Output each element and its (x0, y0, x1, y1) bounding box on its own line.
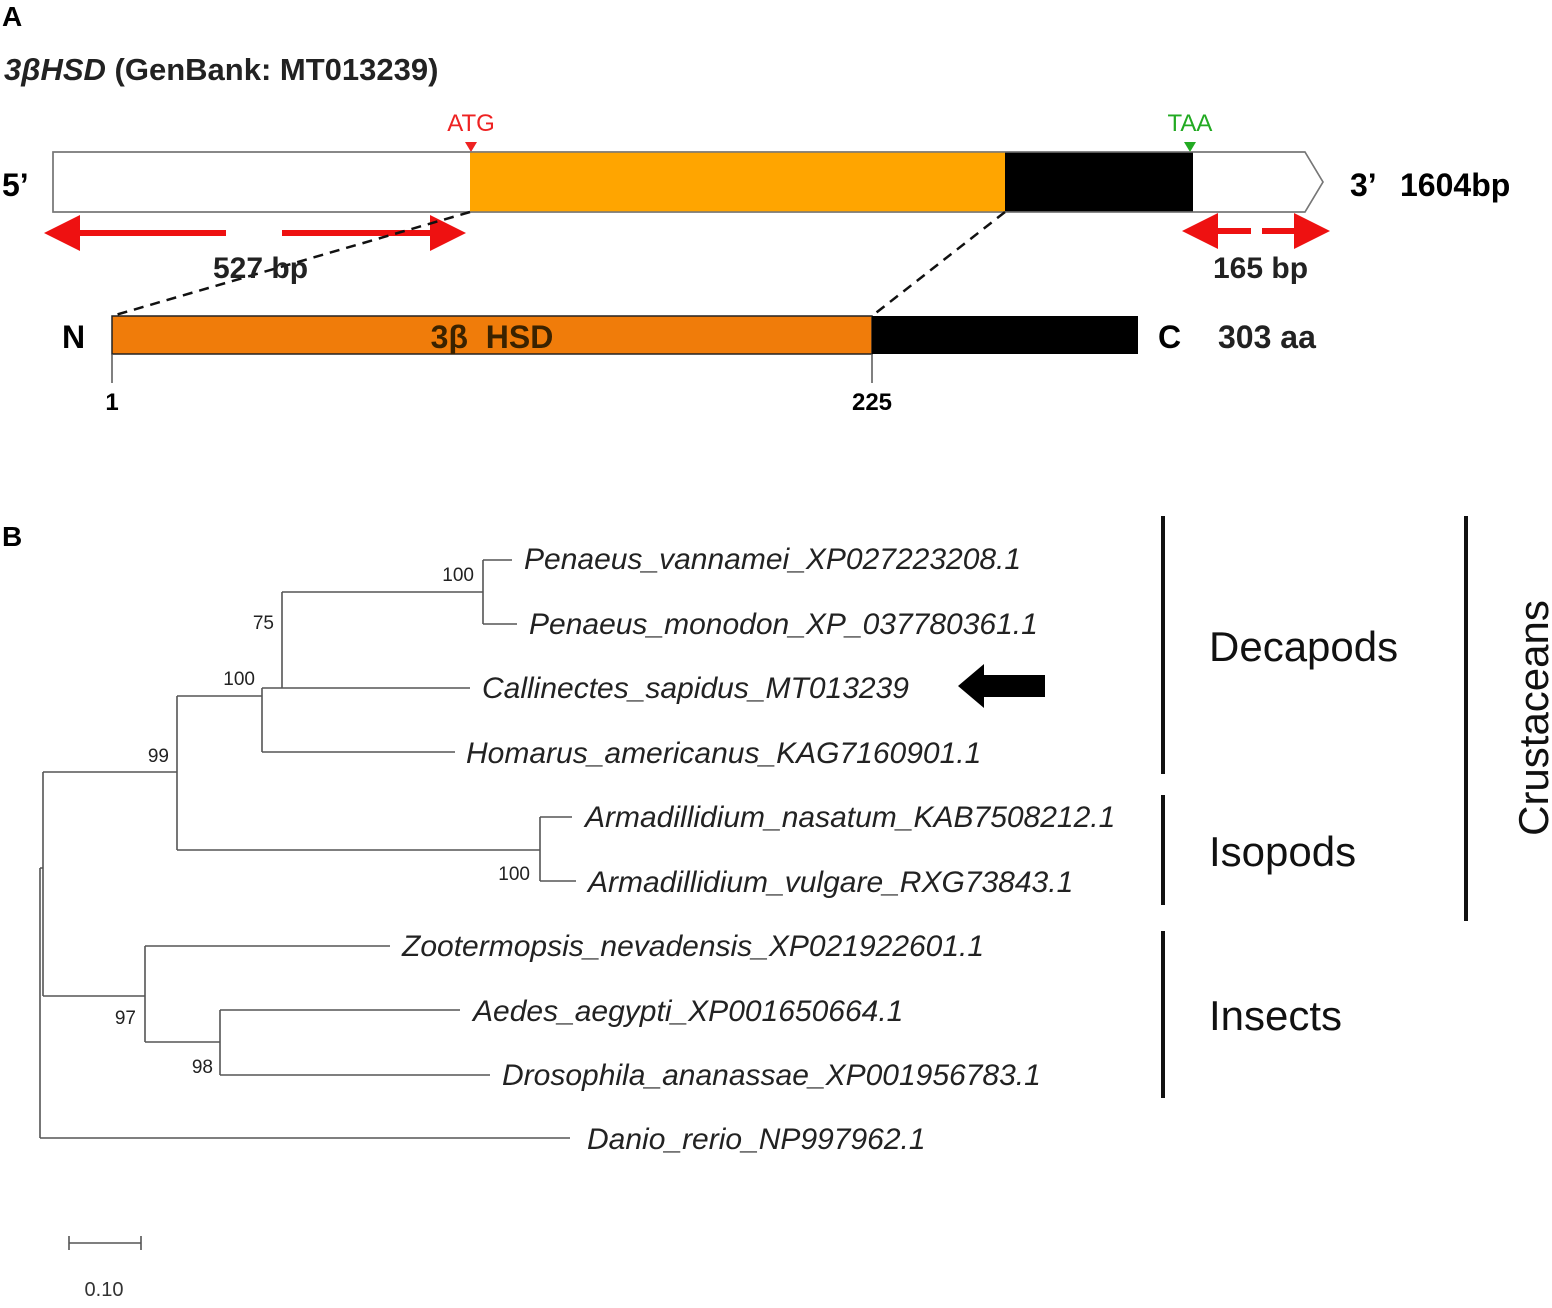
supergroup-label-crustaceans: Crustaceans (1510, 600, 1552, 836)
start-codon-marker (465, 142, 477, 152)
taxon-label: Zootermopsis_nevadensis_XP021922601.1 (401, 930, 984, 963)
panel-a-label: A (2, 1, 22, 32)
taxon-label: Penaeus_vannamei_XP027223208.1 (524, 543, 1021, 576)
group-label-insects: Insects (1209, 992, 1342, 1039)
taxon-label: Armadillidium_vulgare_RXG73843.1 (586, 866, 1073, 899)
branch-isopods (539, 816, 576, 882)
taxon-label: Armadillidium_nasatum_KAB7508212.1 (583, 801, 1115, 834)
bootstrap-diptera: 98 (192, 1057, 213, 1078)
branch-insects (144, 945, 390, 1043)
taxon-label: Drosophila_ananassae_XP001956783.1 (502, 1059, 1041, 1092)
mrna-outline-top (52, 151, 1324, 213)
protein-c-terminal (872, 316, 1138, 354)
five-prime-label: 5’ (2, 167, 29, 203)
genbank-accession: (GenBank: MT013239) (106, 52, 439, 87)
taxon-label: Homarus_americanus_KAG7160901.1 (466, 737, 981, 770)
hsd-domain (111, 315, 873, 355)
branch-penaeus-crab (281, 591, 483, 689)
branch-ingroup (42, 771, 177, 997)
projection-line-left (111, 210, 471, 318)
bootstrap-penaeus: 100 (442, 565, 474, 586)
mrna-length-label: 1604bp (1400, 167, 1510, 203)
branch-diptera (219, 1009, 490, 1076)
group-label-isopods: Isopods (1209, 828, 1356, 875)
stop-codon-label: TAA (1168, 110, 1213, 137)
branch-penaeus (482, 559, 517, 625)
utr5-length-label: 527 bp (213, 252, 308, 285)
phylogenetic-tree (39, 559, 576, 1139)
branch-decapods (261, 687, 455, 753)
gene-symbol: 3βHSD (4, 52, 106, 87)
three-prime-label: 3’ (1350, 167, 1377, 203)
panel-b-label: B (2, 521, 22, 552)
domain-name: 3β HSD (431, 319, 554, 355)
branch-crustaceans (176, 695, 540, 851)
taxon-label: Aedes_aegypti_XP001650664.1 (471, 995, 903, 1028)
position-end-label: 225 (852, 389, 892, 416)
projection-line-right (871, 211, 1006, 317)
cds-c-terminal-region (1005, 152, 1193, 212)
taxon-label: Danio_rerio_NP997962.1 (587, 1123, 926, 1156)
scale-bar-label: 0.10 (85, 1279, 124, 1301)
protein-n-label: N (62, 319, 85, 355)
taxon-label: Callinectes_sapidus_MT013239 (482, 672, 909, 705)
gene-title: 3βHSD (GenBank: MT013239) (4, 52, 438, 87)
query-sequence-arrow-icon (958, 664, 1045, 708)
bootstrap-penaeus-crab: 75 (253, 613, 274, 634)
taxon-label: Penaeus_monodon_XP_037780361.1 (529, 608, 1038, 641)
protein-c-label: C (1158, 319, 1181, 355)
position-start-label: 1 (105, 389, 118, 416)
bootstrap-isopods: 100 (498, 864, 530, 885)
bootstrap-crustaceans: 99 (148, 746, 169, 767)
scale-bar (68, 1236, 142, 1250)
protein-length-label: 303 aa (1218, 319, 1316, 355)
cds-region (470, 152, 1006, 212)
utr3-length-label: 165 bp (1213, 252, 1308, 285)
bootstrap-decapods: 100 (223, 669, 255, 690)
start-codon-label: ATG (447, 110, 495, 137)
group-label-decapods: Decapods (1209, 623, 1398, 670)
bootstrap-insects: 97 (115, 1008, 136, 1029)
stop-codon-marker (1184, 142, 1196, 152)
